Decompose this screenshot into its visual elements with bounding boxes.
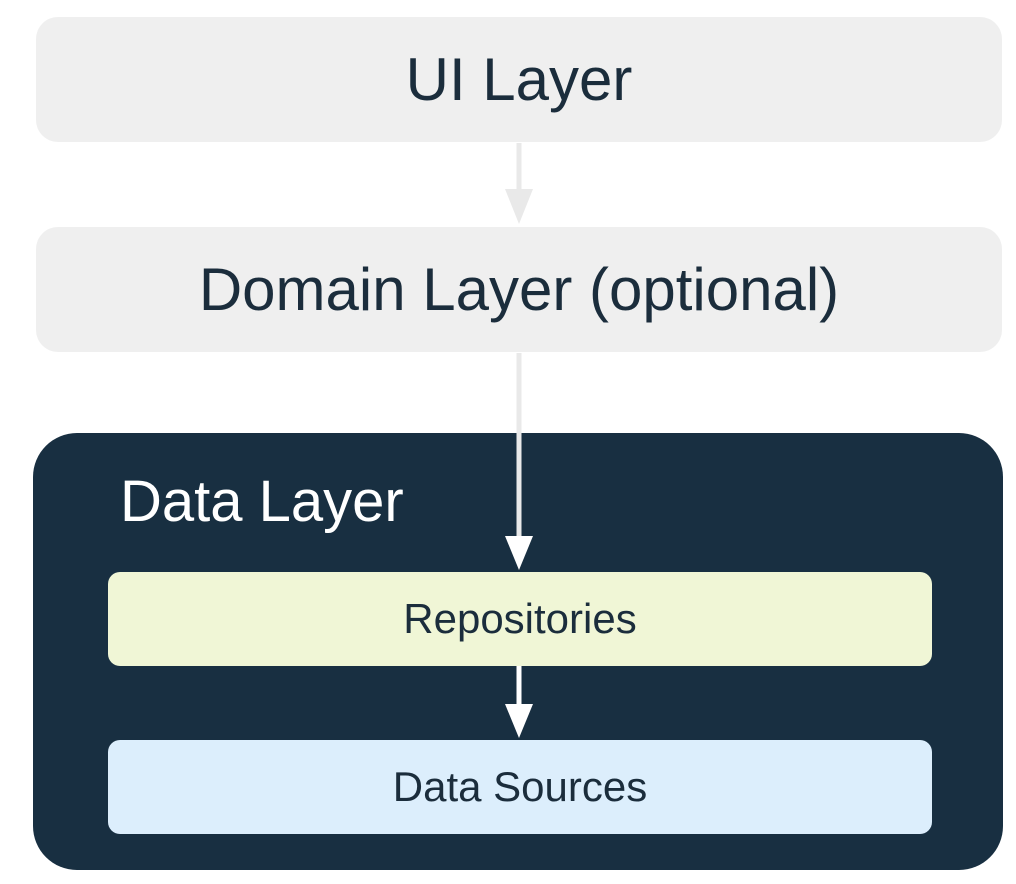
- ui-layer-box: UI Layer: [36, 17, 1002, 142]
- data-sources-box: Data Sources: [108, 740, 932, 834]
- repositories-box: Repositories: [108, 572, 932, 666]
- ui-layer-label: UI Layer: [405, 46, 633, 113]
- arrow-ui-to-domain: [505, 143, 533, 224]
- data-layer-label: Data Layer: [120, 469, 404, 534]
- domain-layer-label: Domain Layer (optional): [198, 256, 840, 323]
- data-sources-label: Data Sources: [392, 763, 648, 810]
- data-layer-box: Data Layer Repositories Data Sources: [33, 433, 1003, 870]
- repositories-label: Repositories: [403, 595, 637, 642]
- domain-layer-box: Domain Layer (optional): [36, 227, 1002, 352]
